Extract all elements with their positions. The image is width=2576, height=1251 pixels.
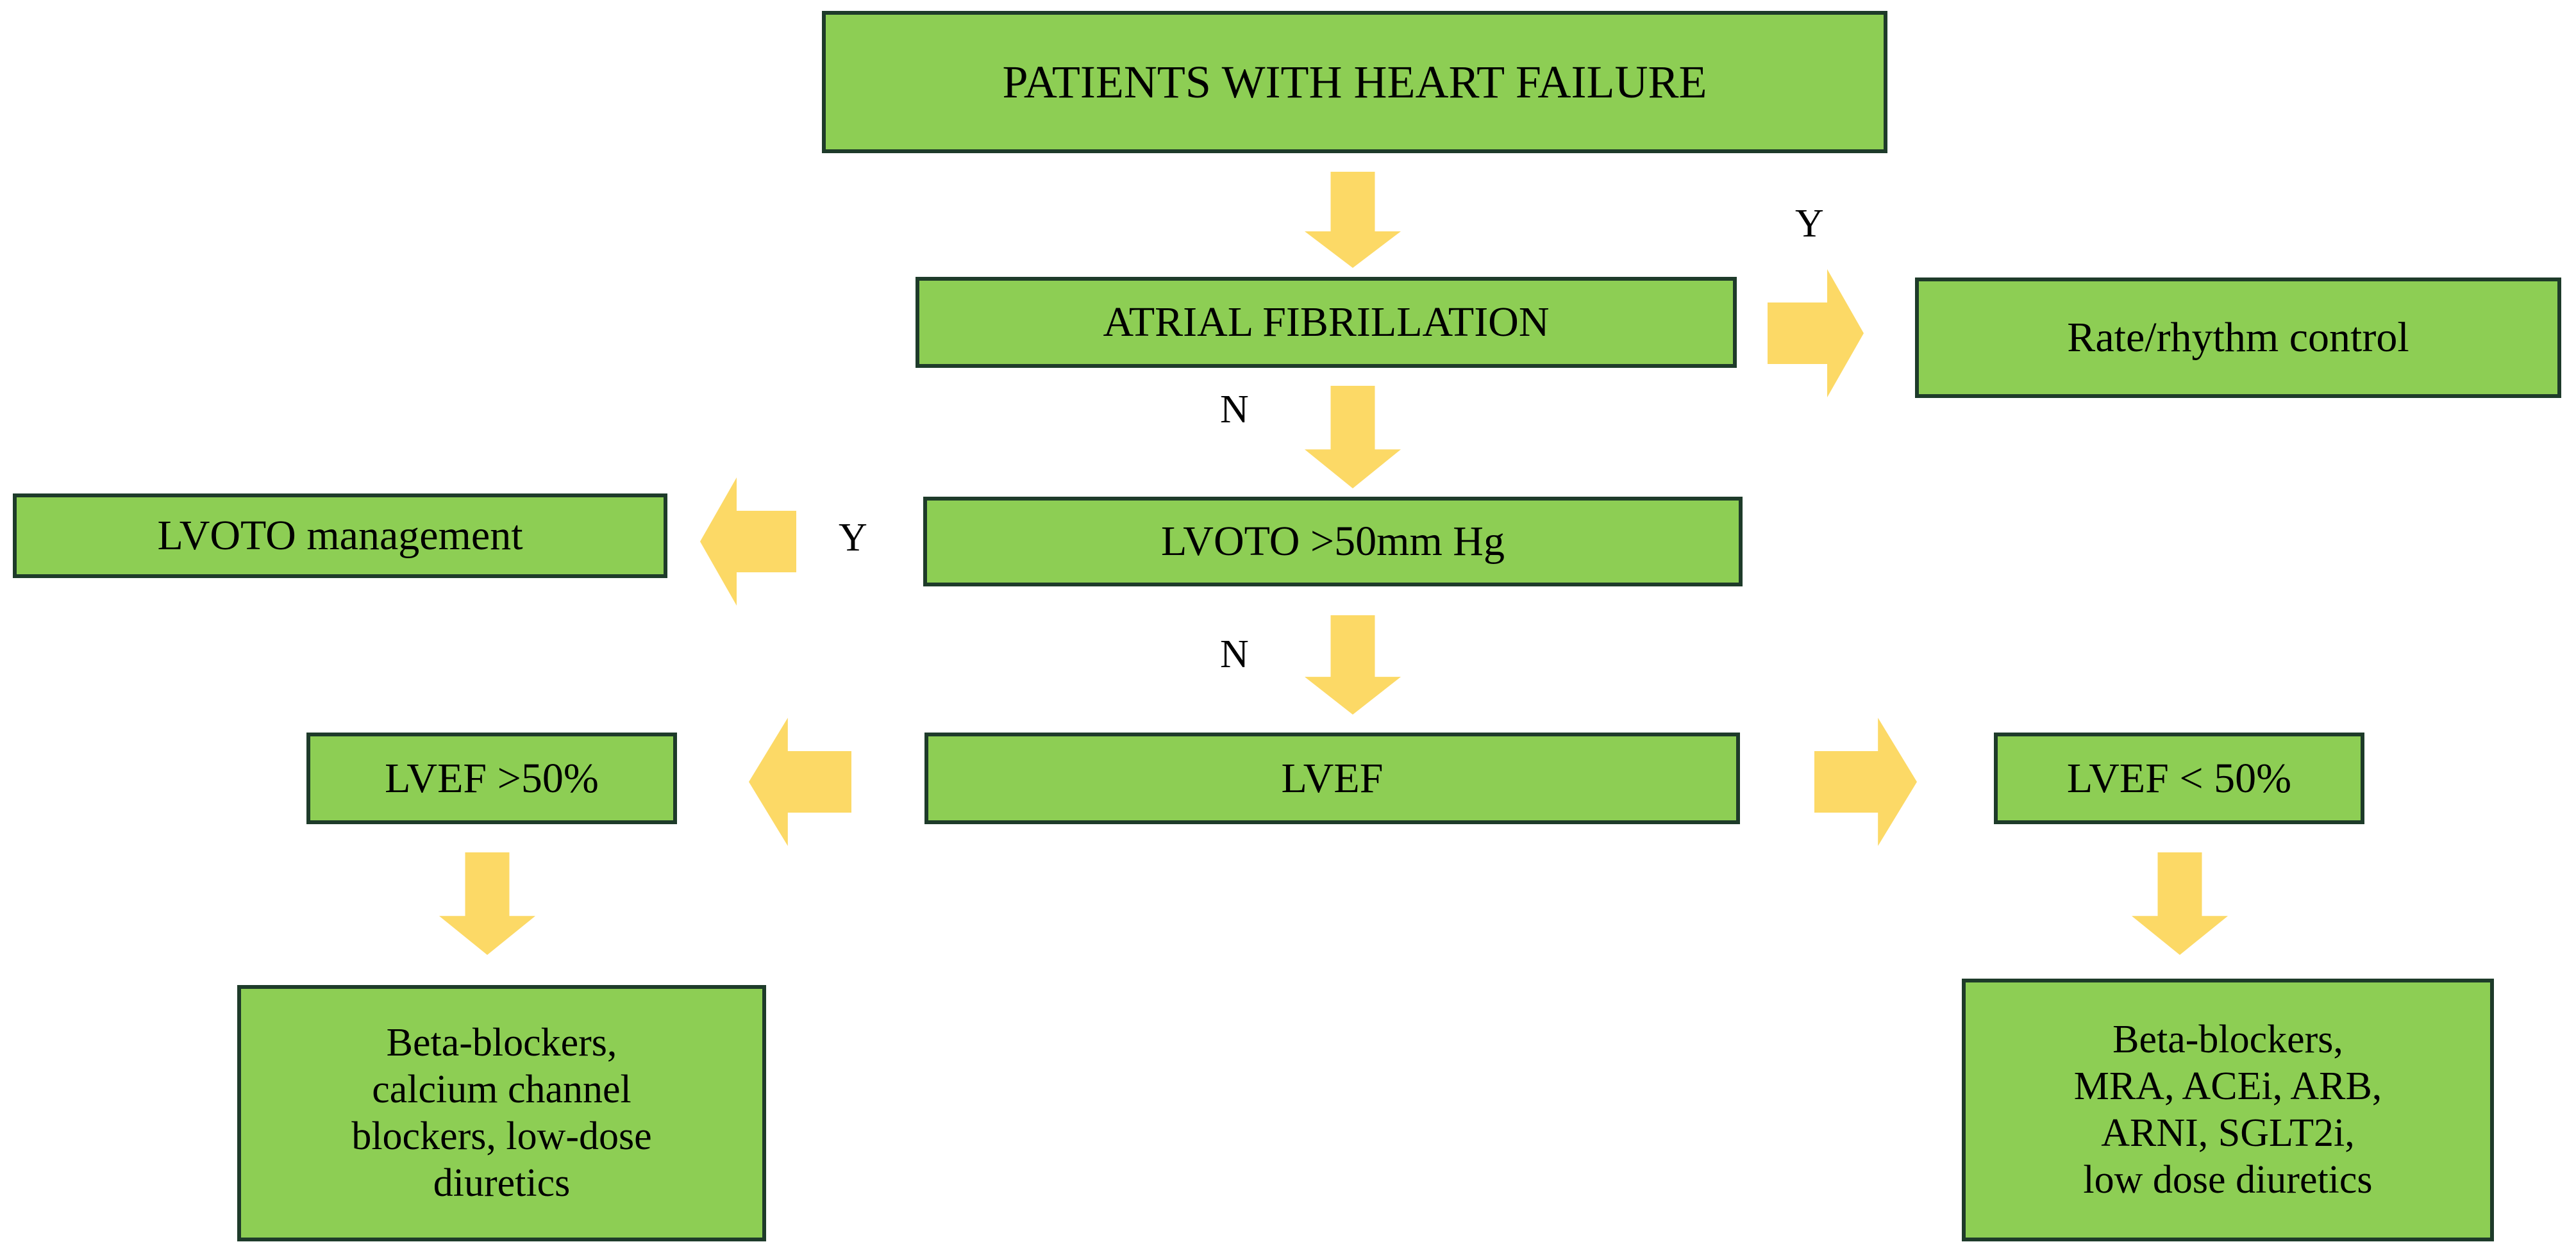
node-lvoto-threshold-label: LVOTO >50mm Hg (1161, 518, 1505, 565)
treatment-preserved-line-2: calcium channel (372, 1067, 631, 1111)
node-rate-rhythm-control[interactable]: Rate/rhythm control (1915, 278, 2561, 398)
arrow-right-lvef-to-reduced (1814, 718, 1917, 846)
arrow-left-lvef-to-preserved (749, 718, 851, 846)
node-lvoto-management-label: LVOTO management (157, 512, 523, 559)
edge-label-lvoto-yes: Y (839, 516, 867, 559)
arrow-down-af-to-lvoto (1305, 386, 1401, 488)
node-lvoto-management[interactable]: LVOTO management (13, 493, 667, 578)
arrow-down-hf-to-af (1305, 172, 1401, 268)
treatment-preserved-line-3: blockers, low-dose (351, 1114, 652, 1158)
node-atrial-fibrillation[interactable]: ATRIAL FIBRILLATION (916, 277, 1737, 368)
node-lvef-preserved[interactable]: LVEF >50% (306, 733, 677, 824)
node-lvef[interactable]: LVEF (924, 733, 1740, 824)
node-patients-with-heart-failure[interactable]: PATIENTS WITH HEART FAILURE (822, 11, 1887, 153)
edge-label-lvoto-no: N (1220, 633, 1249, 676)
treatment-reduced-line-2: MRA, ACEi, ARB, (2073, 1064, 2382, 1108)
node-lvef-reduced[interactable]: LVEF < 50% (1994, 733, 2364, 824)
node-rate-rhythm-control-label: Rate/rhythm control (2067, 314, 2409, 361)
treatment-preserved-line-4: diuretics (433, 1161, 571, 1205)
treatment-reduced-line-1: Beta-blockers, (2112, 1017, 2343, 1061)
node-atrial-fibrillation-label: ATRIAL FIBRILLATION (1103, 299, 1550, 346)
arrow-right-af-to-rate-rhythm (1768, 269, 1864, 397)
node-patients-with-heart-failure-label: PATIENTS WITH HEART FAILURE (1002, 56, 1707, 108)
node-lvef-preserved-label: LVEF >50% (385, 754, 599, 802)
node-treatment-preserved[interactable]: Beta-blockers, calcium channel blockers,… (237, 985, 766, 1241)
arrow-left-lvoto-to-management (700, 477, 796, 606)
node-lvoto-threshold[interactable]: LVOTO >50mm Hg (923, 497, 1743, 586)
arrow-down-reduced-to-treatment (2132, 852, 2228, 955)
arrow-down-preserved-to-treatment (439, 852, 535, 955)
edge-label-af-yes: Y (1795, 202, 1824, 245)
node-treatment-reduced[interactable]: Beta-blockers, MRA, ACEi, ARB, ARNI, SGL… (1962, 979, 2494, 1241)
arrow-down-lvoto-to-lvef (1305, 615, 1401, 715)
node-treatment-reduced-label: Beta-blockers, MRA, ACEi, ARB, ARNI, SGL… (1972, 1016, 2484, 1204)
node-treatment-preserved-label: Beta-blockers, calcium channel blockers,… (247, 1020, 756, 1207)
node-lvef-reduced-label: LVEF < 50% (2066, 754, 2292, 802)
treatment-reduced-line-3: ARNI, SGLT2i, (2101, 1111, 2355, 1155)
node-lvef-label: LVEF (1281, 754, 1384, 802)
edge-label-af-no: N (1220, 388, 1249, 431)
treatment-reduced-line-4: low dose diuretics (2083, 1158, 2373, 1202)
treatment-preserved-line-1: Beta-blockers, (386, 1020, 617, 1065)
